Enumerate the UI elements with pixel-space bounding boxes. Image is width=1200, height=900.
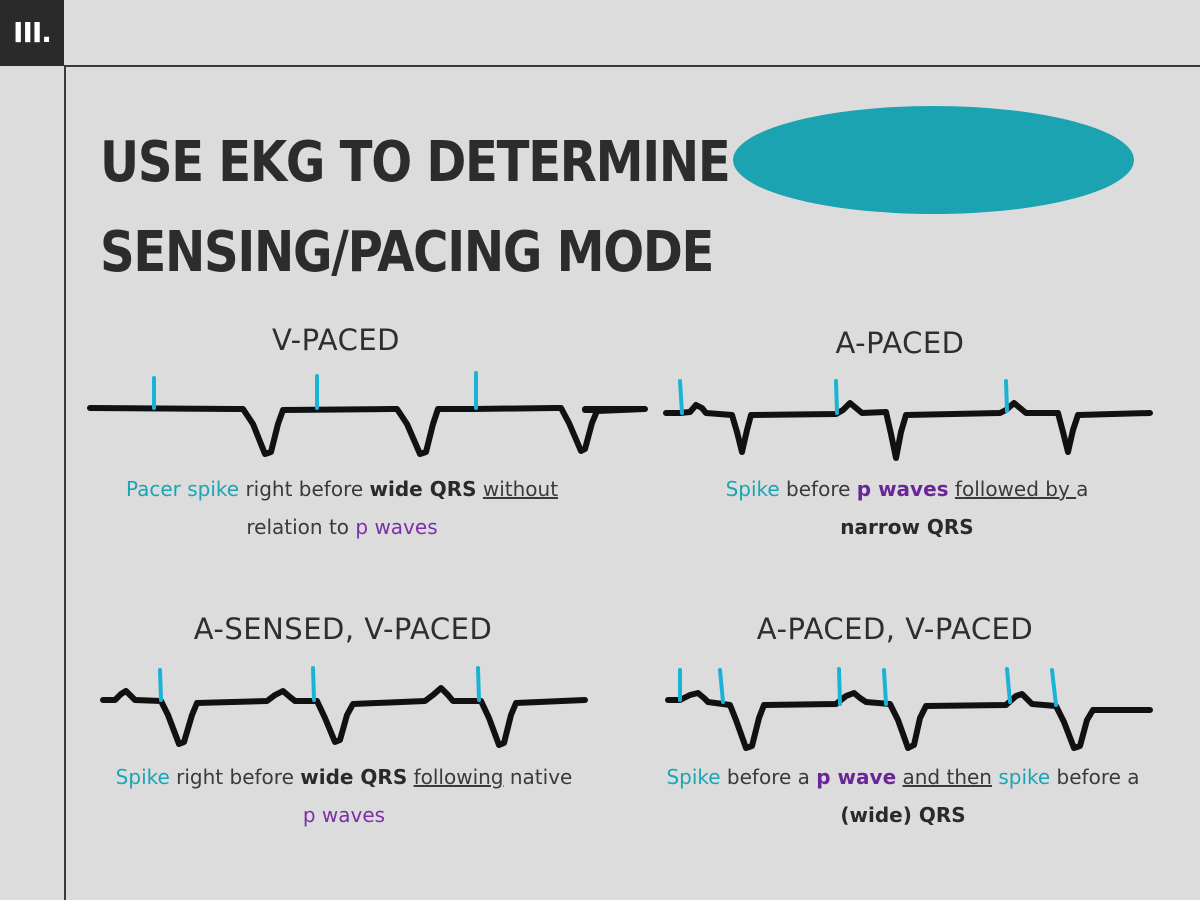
desc-a-sensed-v-paced-part-5: following (413, 765, 504, 789)
ekg-trace-v-paced (87, 371, 648, 457)
desc-a-paced-v-paced-part-7: spike (998, 765, 1051, 789)
desc-a-sensed-v-paced: Spike right before wide QRS following na… (94, 758, 594, 834)
left-divider (64, 66, 66, 900)
desc-a-sensed-v-paced-part-2: right before (169, 765, 301, 789)
desc-a-paced-v-paced-part-8: before a (1050, 765, 1140, 789)
desc-a-paced-part-3: p waves (856, 477, 949, 501)
ekg-trace-a-paced (663, 379, 1153, 461)
desc-v-paced: Pacer spike right before wide QRS withou… (92, 470, 592, 546)
desc-v-paced-part-7: p waves (355, 515, 438, 539)
title-highlight-oval (733, 106, 1134, 214)
panel-title-v-paced: V-PACED (272, 323, 400, 357)
desc-v-paced-part-3: wide QRS (369, 477, 477, 501)
desc-a-paced-part-7: narrow QRS (840, 515, 974, 539)
desc-a-paced-part-5: followed by (954, 477, 1077, 501)
desc-a-paced-v-paced-part-1: Spike (666, 765, 721, 789)
desc-v-paced-part-5: without (482, 477, 559, 501)
panel-title-a-paced-v-paced: A-PACED, V-PACED (756, 612, 1034, 646)
desc-a-paced-part-2: before (779, 477, 857, 501)
desc-a-paced-v-paced: Spike before a p wave and then spike bef… (643, 758, 1163, 834)
ekg-trace-a-paced-v-paced (665, 667, 1153, 751)
desc-a-paced-v-paced-part-5: and then (902, 765, 992, 789)
desc-a-sensed-v-paced-part-6: native (503, 765, 573, 789)
page-title: Use EKG to determine sensing/pacing mode (100, 130, 731, 285)
section-number: III. (0, 0, 64, 66)
ekg-trace-a-sensed-v-paced (100, 666, 588, 748)
desc-a-paced-v-paced-part-3: p wave (816, 765, 897, 789)
top-divider (64, 65, 1200, 67)
panel-title-a-sensed-v-paced: A-SENSED, V-PACED (193, 612, 493, 646)
desc-a-paced-v-paced-part-2: before a (720, 765, 817, 789)
desc-a-paced-part-1: Spike (725, 477, 780, 501)
desc-a-sensed-v-paced-part-3: wide QRS (300, 765, 408, 789)
desc-a-sensed-v-paced-part-7: p waves (302, 803, 386, 827)
desc-a-paced: Spike before p waves followed by a narrow… (657, 470, 1157, 546)
desc-v-paced-part-1: Pacer spike (125, 477, 240, 501)
desc-v-paced-part-6: relation to (246, 515, 356, 539)
panel-title-a-paced: A-PACED (835, 326, 965, 360)
desc-v-paced-part-2: right before (239, 477, 370, 501)
desc-a-sensed-v-paced-part-1: Spike (115, 765, 170, 789)
desc-a-paced-part-6: a (1076, 477, 1089, 501)
desc-a-paced-v-paced-part-9: (wide) QRS (840, 803, 966, 827)
